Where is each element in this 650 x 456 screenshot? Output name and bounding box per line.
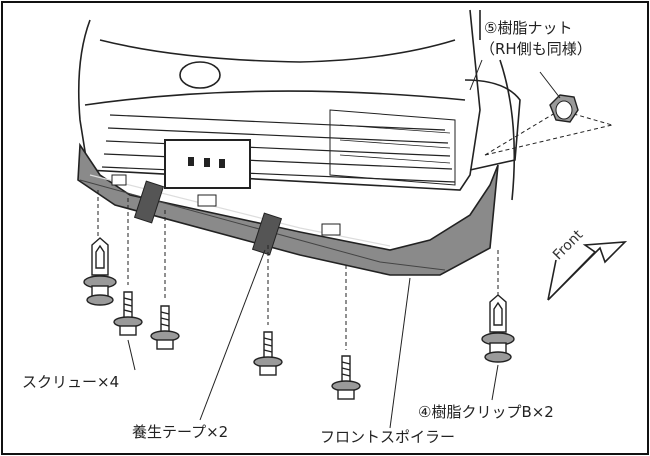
spoiler-leader [389,277,411,429]
spoiler-tab [111,174,127,186]
front-arrow [547,241,628,301]
resin-nut [549,94,579,123]
nut-callout: ⑤樹脂ナット [484,19,573,37]
spoiler-callout: フロントスポイラー [320,428,456,446]
nut-leader-2 [469,59,483,91]
screw [113,291,143,336]
clip-leader [491,364,499,401]
spoiler-tab [321,223,341,236]
resin-clip-right [481,294,515,363]
clip-callout: ④樹脂クリップB×2 [418,403,554,421]
nut-leader [539,71,561,99]
protective-tape [251,212,283,256]
screw-leader [127,339,136,371]
screw [253,331,283,376]
resin-clip-left [83,237,117,306]
tape-callout: 養生テープ×2 [132,423,229,441]
screws [113,291,361,400]
screw [150,305,180,350]
protective-tape [133,180,165,224]
license-plate [164,139,251,189]
emblem [179,61,221,89]
tape-leader [199,249,266,421]
car-front-body [77,9,521,201]
spoiler-tab [197,194,217,207]
screw-callout: スクリュー×4 [22,373,120,391]
spoiler-body [77,142,499,276]
screw [331,355,361,400]
leader-lines [127,59,561,429]
nut-callout-note: （RH側も同様） [480,40,592,58]
